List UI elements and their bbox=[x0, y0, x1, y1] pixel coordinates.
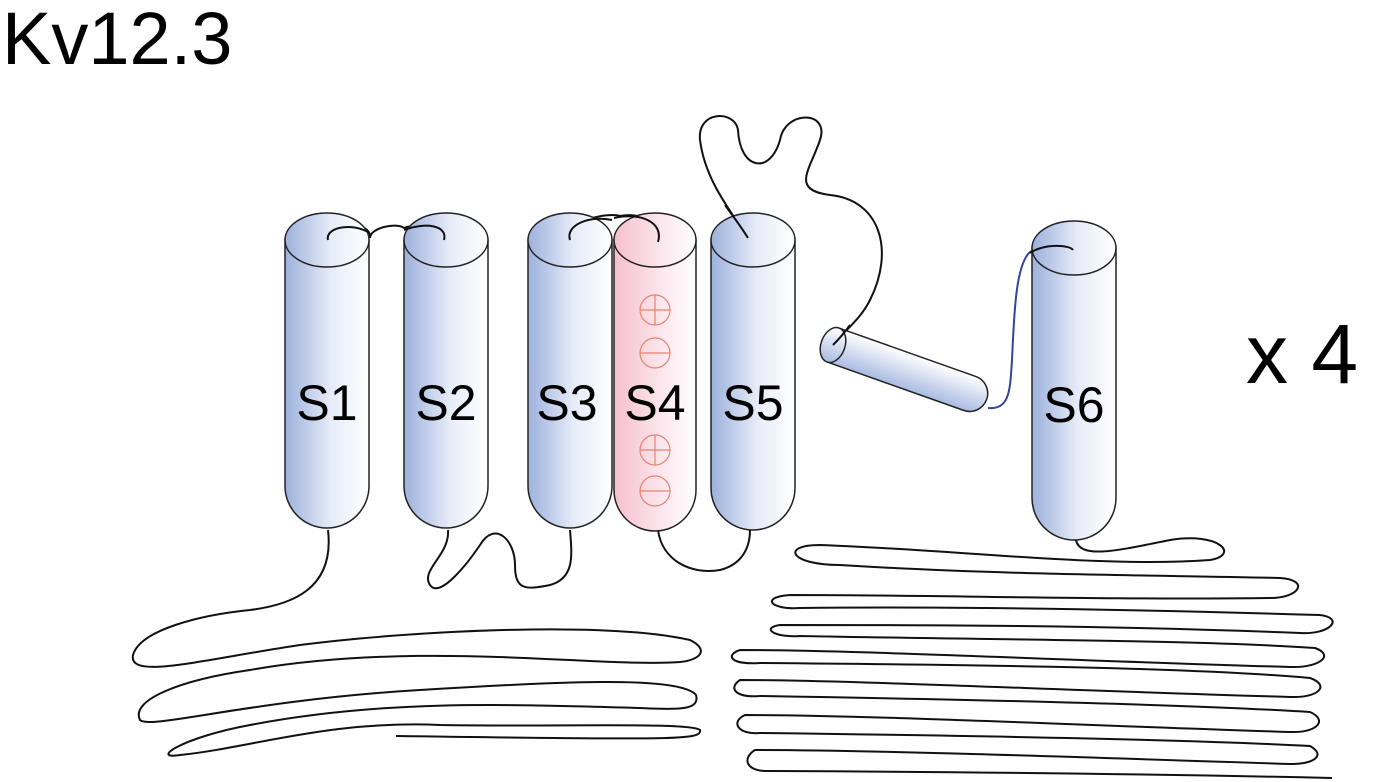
pore-helix bbox=[819, 326, 989, 413]
segment-label: S3 bbox=[536, 375, 597, 431]
helix-s3: S3 bbox=[527, 212, 613, 529]
segment-label: S5 bbox=[722, 375, 783, 431]
positive-charge-icon bbox=[639, 434, 671, 466]
positive-charge-icon bbox=[639, 294, 671, 326]
segment-label: S6 bbox=[1043, 377, 1104, 433]
helix-s5: S5 bbox=[710, 204, 796, 531]
helix-s2: S2 bbox=[403, 212, 489, 529]
pore-loop bbox=[698, 115, 883, 346]
c-terminal-domain bbox=[730, 537, 1334, 779]
negative-charge-icon bbox=[639, 337, 671, 369]
negative-charge-icon bbox=[639, 475, 671, 507]
subunit-multiplier: x 4 bbox=[1246, 307, 1359, 401]
helix-s6: S6 bbox=[1029, 220, 1117, 541]
helix-s4-voltage-sensor: S4 bbox=[613, 212, 697, 532]
segment-label: S1 bbox=[296, 375, 357, 431]
channel-title: Kv12.3 bbox=[2, 0, 233, 80]
segment-label: S2 bbox=[415, 375, 476, 431]
n-terminal-domain bbox=[131, 529, 702, 757]
segment-label: S4 bbox=[624, 375, 685, 431]
helix-s1: S1 bbox=[284, 212, 370, 529]
